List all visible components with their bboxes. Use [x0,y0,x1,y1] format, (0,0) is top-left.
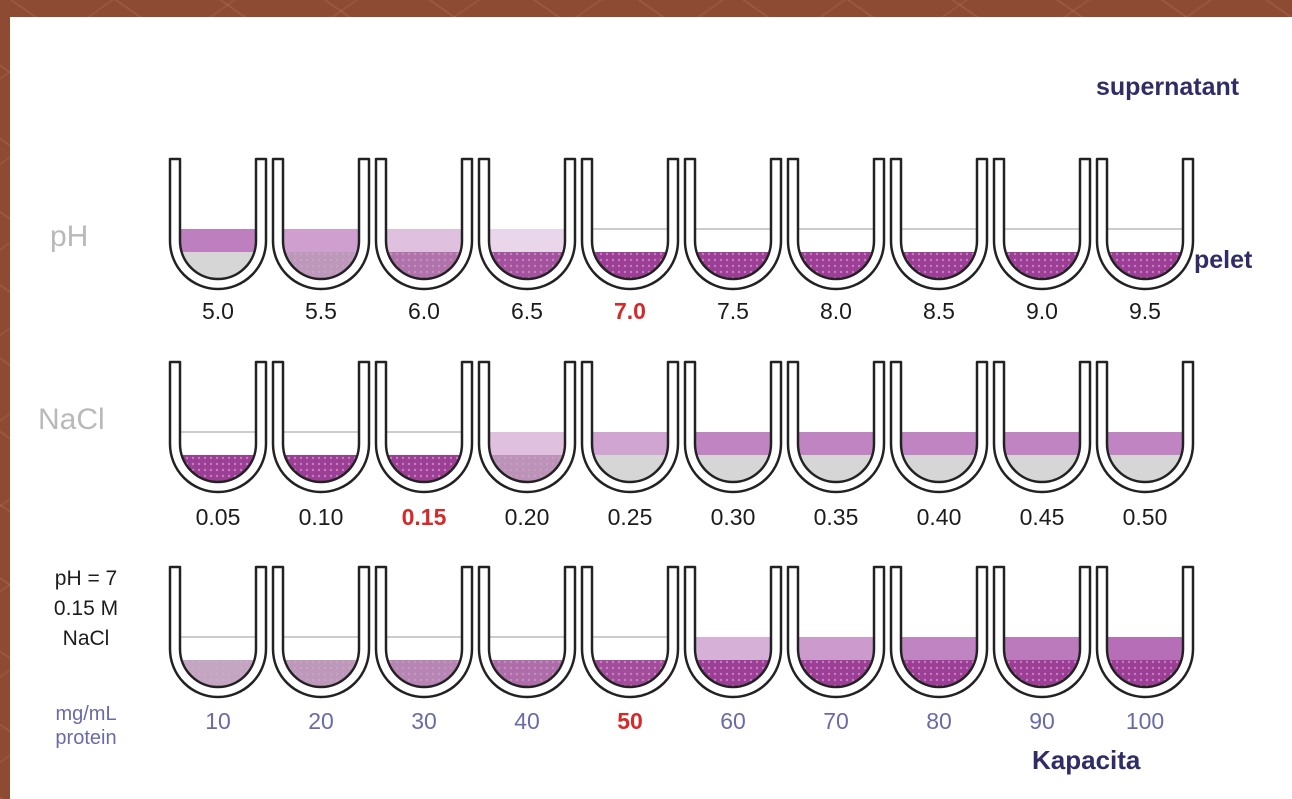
value-label-nacl-2: 0.10 [299,504,344,530]
well-capacity-10 [1095,565,1195,699]
value-label-ph-4: 6.5 [511,298,543,324]
well-ph-4 [477,157,577,291]
capacity-unit-line-2: protein [55,727,117,749]
value-label-ph-10: 9.5 [1129,298,1161,324]
well-nacl-10 [1095,360,1195,494]
diagram-panel: 5.0 5.5 6.0 6.5 7.0 7.5 8.0 8.5 9.0 9.5 0.05 0.10 0.… [10,17,1292,799]
value-label-nacl-3: 0.15 [402,504,447,530]
well-capacity-2 [271,565,371,699]
value-label-nacl-9: 0.45 [1020,504,1065,530]
well-nacl-5 [580,360,680,494]
wells-diagram: 5.0 5.5 6.0 6.5 7.0 7.5 8.0 8.5 9.0 9.5 0.05 0.10 0.… [168,157,1195,734]
well-nacl-4 [477,360,577,494]
value-label-ph-7: 8.0 [820,298,852,324]
value-label-nacl-8: 0.40 [917,504,962,530]
capacity-label-line-molar: 0.15 M [53,597,119,620]
value-label-nacl-10: 0.50 [1123,504,1168,530]
value-label-nacl-5: 0.25 [608,504,653,530]
well-capacity-3 [374,565,474,699]
ph-row-label: pH [50,220,89,253]
well-nacl-8 [889,360,989,494]
capacity-unit-label: mg/mL protein [36,702,136,750]
well-nacl-2 [271,360,371,494]
well-nacl-7 [786,360,886,494]
value-label-capacity-7: 70 [823,708,849,734]
well-ph-9 [992,157,1092,291]
value-label-nacl-6: 0.30 [711,504,756,530]
well-nacl-6 [683,360,783,494]
value-label-nacl-7: 0.35 [814,504,859,530]
value-label-nacl-1: 0.05 [196,504,241,530]
value-label-capacity-9: 90 [1029,708,1055,734]
capacity-label-line-nacl: NaCl [62,627,110,650]
well-capacity-7 [786,565,886,699]
value-label-ph-3: 6.0 [408,298,440,324]
value-label-capacity-10: 100 [1126,708,1164,734]
well-capacity-1 [168,565,268,699]
well-ph-3 [374,157,474,291]
well-ph-8 [889,157,989,291]
well-ph-2 [271,157,371,291]
value-label-ph-8: 8.5 [923,298,955,324]
well-capacity-8 [889,565,989,699]
well-nacl-3 [374,360,474,494]
well-capacity-4 [477,565,577,699]
well-ph-7 [786,157,886,291]
capacity-label-line-ph: pH = 7 [54,567,118,590]
well-nacl-1 [168,360,268,494]
pelet-label: pelet [1194,246,1253,274]
value-label-capacity-4: 40 [514,708,540,734]
value-label-nacl-4: 0.20 [505,504,550,530]
well-ph-5 [580,157,680,291]
well-capacity-6 [683,565,783,699]
well-ph-10 [1095,157,1195,291]
supernatant-label: supernatant [1096,73,1240,101]
value-label-capacity-8: 80 [926,708,952,734]
value-label-ph-5: 7.0 [614,298,646,324]
well-ph-6 [683,157,783,291]
value-label-ph-6: 7.5 [717,298,749,324]
value-label-capacity-1: 10 [205,708,231,734]
kapacita-label: Kapacita [1032,745,1141,775]
capacity-unit-line-1: mg/mL [55,703,117,725]
well-capacity-9 [992,565,1092,699]
value-label-ph-2: 5.5 [305,298,337,324]
value-label-ph-9: 9.0 [1026,298,1058,324]
value-label-capacity-3: 30 [411,708,437,734]
well-ph-1 [168,157,268,291]
value-label-capacity-5: 50 [617,708,643,734]
well-nacl-9 [992,360,1092,494]
capacity-row-label: pH = 7 0.15 M NaCl [36,564,136,654]
value-label-capacity-2: 20 [308,708,334,734]
value-label-capacity-6: 60 [720,708,746,734]
value-label-ph-1: 5.0 [202,298,234,324]
well-capacity-5 [580,565,680,699]
nacl-row-label: NaCl [38,403,105,436]
